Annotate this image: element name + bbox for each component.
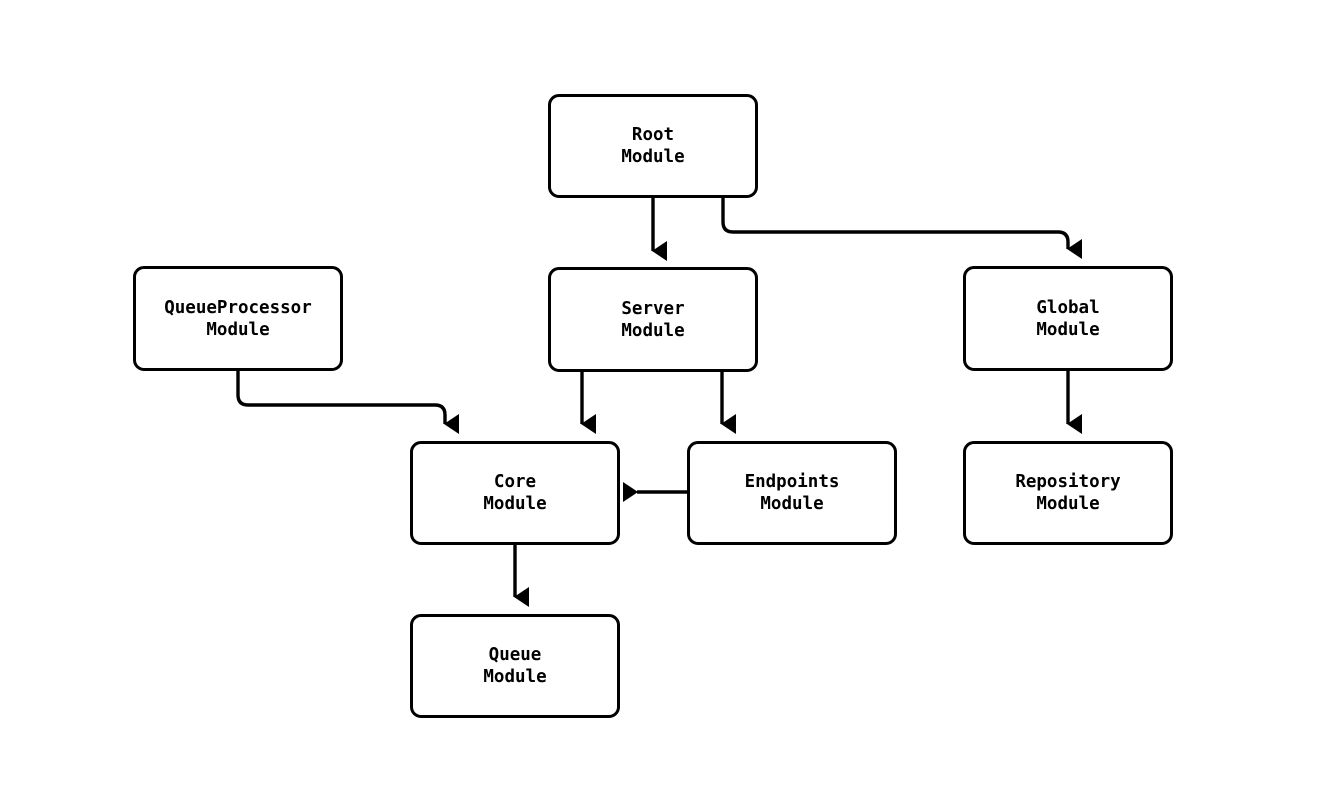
node-server-module-label-line1: Server [621, 298, 685, 319]
node-endpoints-module-label-line2: Module [760, 494, 824, 514]
node-core-module-label-line1: Core [493, 472, 537, 492]
node-global-module-label-line2: Module [1036, 319, 1100, 340]
node-repository-module-label-line2: Module [1036, 494, 1100, 514]
node-global-module-label-line1: Global [1036, 297, 1100, 318]
node-global-module[interactable]: Global Module [963, 266, 1173, 371]
node-queueprocessor-module[interactable]: QueueProcessor Module [133, 266, 343, 371]
edge-root-to-global [721, 198, 1082, 259]
edge-queueprocessor-to-core [236, 371, 459, 434]
node-server-module-label-line2: Module [621, 320, 685, 341]
node-queueprocessor-module-label-line2: Module [206, 319, 270, 340]
node-queue-module-label-line1: Queue [488, 645, 542, 665]
node-repository-module[interactable]: Repository Module [963, 441, 1173, 545]
node-queue-module-label-line2: Module [483, 667, 547, 687]
node-endpoints-module-label-line1: Endpoints [744, 472, 840, 492]
node-server-module[interactable]: Server Module [548, 267, 758, 372]
node-root-module[interactable]: Root Module [548, 94, 758, 198]
node-root-module-label-line1: Root [631, 125, 675, 145]
node-repository-module-label-line1: Repository [1015, 472, 1121, 492]
node-root-module-label-line2: Module [621, 147, 685, 167]
node-core-module-label-line2: Module [483, 494, 547, 514]
node-queue-module[interactable]: Queue Module [410, 614, 620, 718]
node-endpoints-module[interactable]: Endpoints Module [687, 441, 897, 545]
node-core-module[interactable]: Core Module [410, 441, 620, 545]
node-queueprocessor-module-label-line1: QueueProcessor [164, 297, 312, 318]
